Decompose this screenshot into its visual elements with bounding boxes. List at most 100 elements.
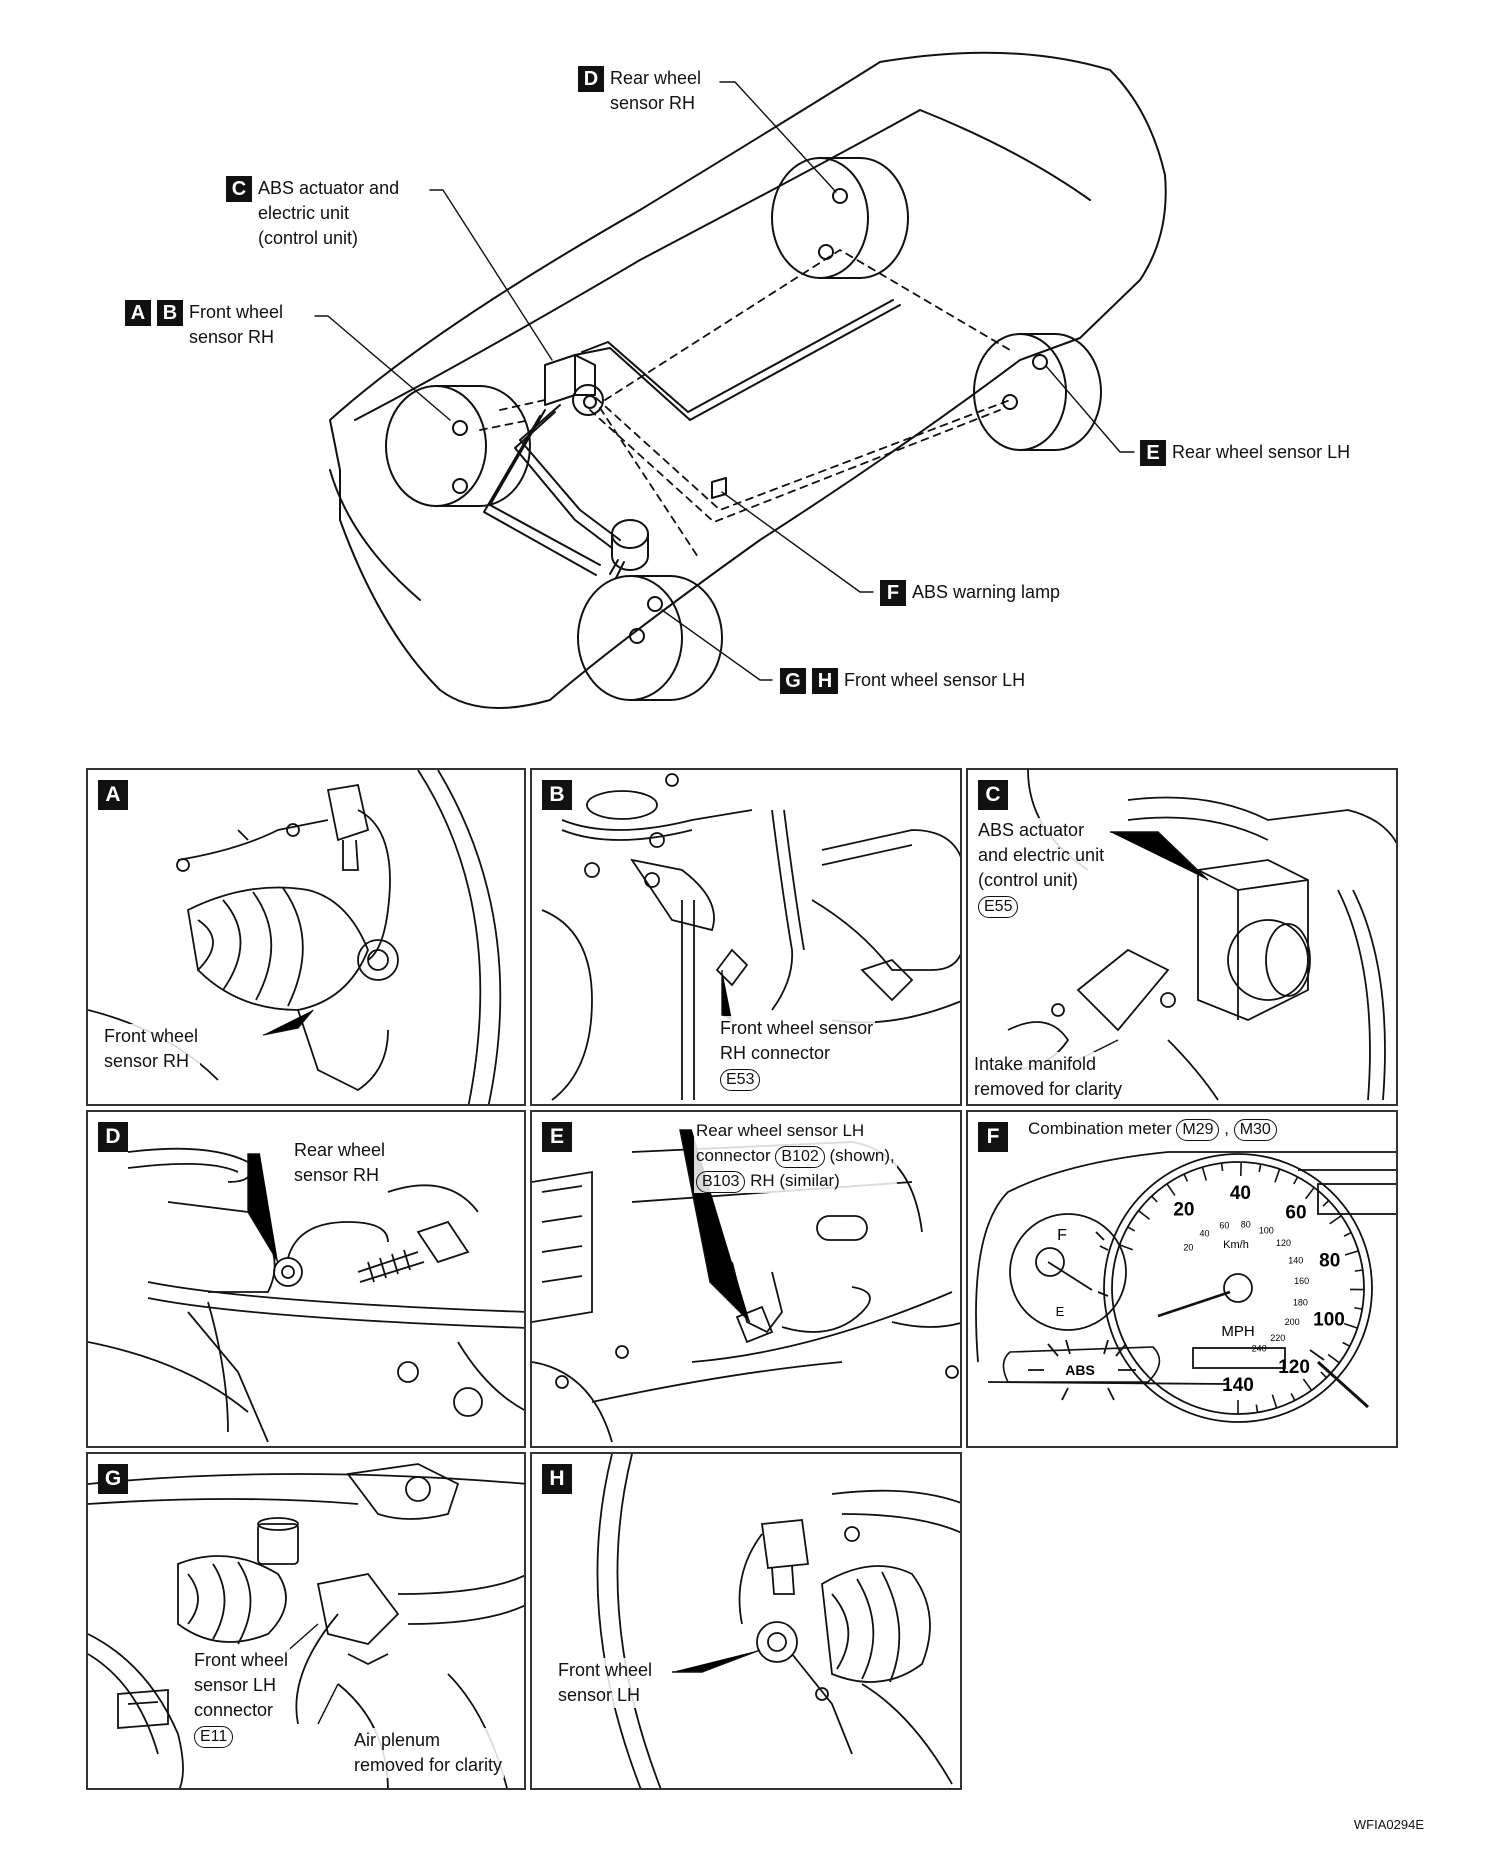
panel-a-illustration — [88, 770, 502, 1104]
front-left-wheel — [577, 575, 723, 701]
speed-tick — [1354, 1269, 1363, 1272]
callout-badge-f: F — [880, 580, 906, 606]
speed-kmh-label: 40 — [1200, 1228, 1210, 1238]
speed-tick — [1293, 1176, 1299, 1185]
speedometer-ticks — [1119, 1162, 1365, 1414]
panel-h-illustration — [596, 1454, 960, 1788]
connector-badge-m30: M30 — [1233, 1119, 1277, 1141]
abs-warning-lamp-text: ABS — [1065, 1362, 1095, 1378]
vehicle-overview-diagram — [314, 51, 1167, 709]
mph-unit-label: MPH — [1221, 1323, 1254, 1340]
callout-badge-h: H — [812, 668, 838, 694]
rear-right-wheel — [771, 157, 909, 279]
speed-tick — [1327, 1353, 1340, 1364]
callout-badge-b: B — [157, 300, 183, 326]
speed-tick — [1201, 1166, 1208, 1181]
panel-e-badge: E — [542, 1122, 572, 1152]
speed-kmh-label: 220 — [1270, 1333, 1285, 1343]
panel-b-illustration — [541, 773, 960, 1101]
speed-kmh-label: 160 — [1294, 1276, 1309, 1286]
figure-id: WFIA0294E — [1353, 1817, 1424, 1832]
panel-f-badge: F — [978, 1122, 1008, 1152]
callout-badge-c: C — [226, 176, 252, 202]
callout-badge-d: D — [578, 66, 604, 92]
speed-kmh-label: 80 — [1241, 1219, 1251, 1229]
panel-b-badge: B — [542, 780, 572, 810]
speed-tick — [1255, 1404, 1259, 1413]
panel-f-caption: Combination meter M29 , M30 — [1026, 1116, 1279, 1141]
speed-mph-label: 40 — [1230, 1183, 1251, 1204]
leader-lines — [314, 81, 1135, 681]
connector-badge-e53: E53 — [720, 1069, 761, 1091]
speed-kmh-label: 140 — [1288, 1256, 1303, 1266]
speed-tick — [1304, 1187, 1315, 1200]
speed-tick — [1127, 1226, 1136, 1232]
speed-tick — [1320, 1371, 1328, 1379]
speed-tick — [1343, 1231, 1352, 1237]
speed-tick — [1344, 1250, 1359, 1256]
panel-a-badge: A — [98, 780, 128, 810]
callout-badge-e: E — [1140, 440, 1166, 466]
front-strut — [609, 519, 649, 579]
connector-badge-b103: B103 — [696, 1171, 746, 1193]
speed-tick — [1322, 1200, 1330, 1207]
kmh-unit-label: Km/h — [1223, 1239, 1249, 1251]
abs-warning-lamp-marker — [711, 477, 727, 499]
speed-kmh-label: 120 — [1276, 1238, 1291, 1248]
panel-e: E Rear wheel sensor LH connector B102 (s… — [530, 1110, 962, 1448]
speed-tick — [1183, 1173, 1189, 1182]
speed-tick — [1119, 1244, 1134, 1251]
speed-mph-label: 140 — [1222, 1375, 1254, 1396]
speed-kmh-label: 20 — [1183, 1243, 1193, 1253]
abs-warning-area — [1002, 1346, 1161, 1383]
speed-tick — [1151, 1195, 1158, 1203]
speed-tick — [1274, 1168, 1281, 1183]
speed-tick — [1342, 1341, 1351, 1347]
panel-d-badge: D — [98, 1122, 128, 1152]
connector-badge-b102: B102 — [775, 1146, 825, 1168]
fuel-full-label: F — [1057, 1227, 1067, 1244]
vehicle-body-outline — [329, 51, 1167, 709]
speed-kmh-label: 100 — [1259, 1226, 1274, 1236]
fuel-gauge — [1009, 1213, 1127, 1331]
fuel-empty-label: E — [1056, 1304, 1065, 1319]
fuel-needle — [1047, 1261, 1093, 1291]
connector-badge-e55: E55 — [978, 896, 1019, 918]
speed-tick — [1290, 1392, 1296, 1401]
speed-tick — [1354, 1306, 1363, 1310]
speed-tick — [1302, 1378, 1313, 1391]
panel-g-illustration — [88, 1463, 524, 1788]
speed-tick — [1138, 1210, 1151, 1220]
speed-kmh-label: 200 — [1285, 1317, 1300, 1327]
front-right-wheel — [385, 385, 531, 507]
speed-kmh-label: 240 — [1252, 1343, 1267, 1353]
panel-c-illustration — [1007, 770, 1396, 1101]
abs-harness-solid — [574, 304, 901, 421]
connector-badge-e11: E11 — [194, 1726, 234, 1748]
speed-tick — [1258, 1163, 1262, 1173]
abs-actuator — [544, 354, 604, 416]
speed-tick — [1166, 1183, 1176, 1196]
connector-badge-m29: M29 — [1176, 1119, 1220, 1141]
speed-mph-label: 120 — [1278, 1357, 1310, 1378]
callout-badge-a: A — [125, 300, 151, 326]
speed-tick — [1343, 1322, 1358, 1329]
